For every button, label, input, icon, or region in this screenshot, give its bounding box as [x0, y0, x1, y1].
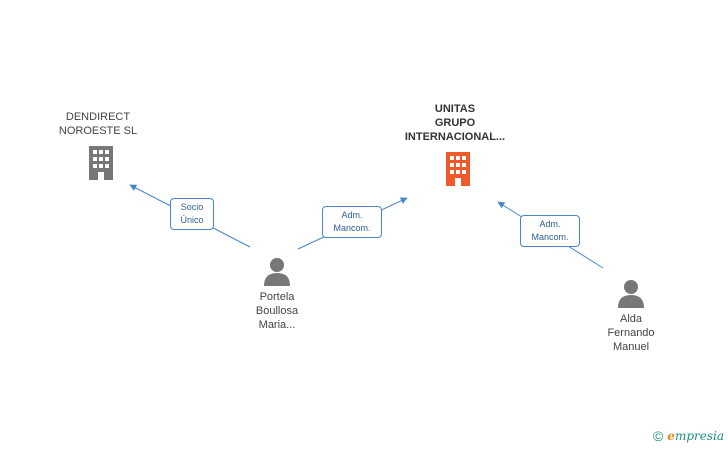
node-label-portela[interactable]: Portela Boullosa Maria...: [255, 291, 299, 331]
node-label-unitas[interactable]: UNITAS GRUPO INTERNACIONAL...: [404, 103, 506, 143]
footer: © empresia: [653, 428, 724, 444]
person-icon[interactable]: [262, 256, 292, 286]
edge-label-adm2[interactable]: Adm. Mancom.: [520, 215, 580, 247]
building-icon[interactable]: [85, 146, 117, 180]
node-label-dendirect[interactable]: DENDIRECT NOROESTE SL: [58, 111, 138, 137]
building-icon-main[interactable]: [442, 152, 474, 186]
copyright-icon: ©: [652, 428, 664, 444]
edge-label-socio[interactable]: Socio Único: [170, 198, 214, 230]
brand-logo[interactable]: empresia: [667, 429, 724, 443]
edge-label-adm1[interactable]: Adm. Mancom.: [322, 206, 382, 238]
person-icon[interactable]: [616, 278, 646, 308]
node-label-alda[interactable]: Alda Fernando Manuel: [607, 313, 655, 353]
